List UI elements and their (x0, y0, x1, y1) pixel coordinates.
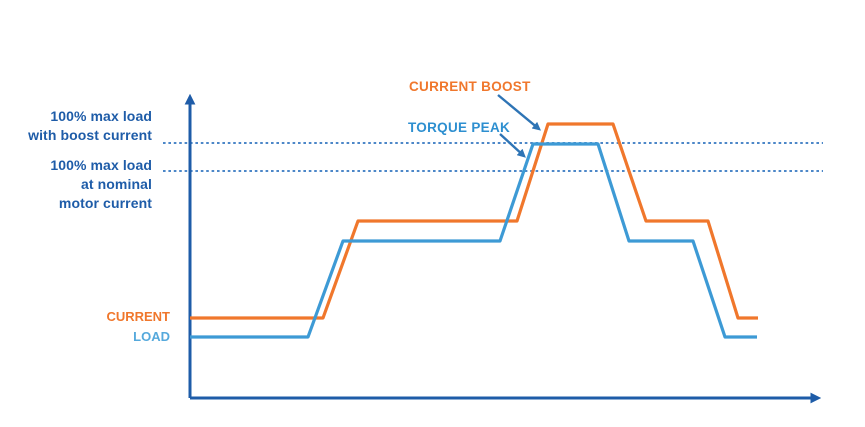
reference-label-nominal: 100% max load at nominal motor current (50, 156, 152, 213)
annotation-label-torque-peak: TORQUE PEAK (408, 120, 511, 135)
annotation-label-current-boost: CURRENT BOOST (409, 79, 531, 94)
reference-label-nominal-line1: 100% max load (50, 157, 152, 173)
reference-label-nominal-line3: motor current (58, 195, 152, 211)
series-label-load: LOAD (133, 329, 170, 344)
reference-label-boost-line2: with boost current (28, 127, 152, 143)
reference-label-boost: 100% max load with boost current (28, 107, 152, 145)
series-line-current (190, 122, 758, 320)
reference-label-nominal-line2: at nominal (80, 176, 152, 192)
annotation-arrow-0 (497, 94, 541, 131)
series-line-load (190, 142, 757, 339)
reference-label-boost-line1: 100% max load (50, 108, 152, 124)
annotation-arrow-1 (499, 133, 526, 158)
series-label-current: CURRENT (106, 309, 170, 324)
